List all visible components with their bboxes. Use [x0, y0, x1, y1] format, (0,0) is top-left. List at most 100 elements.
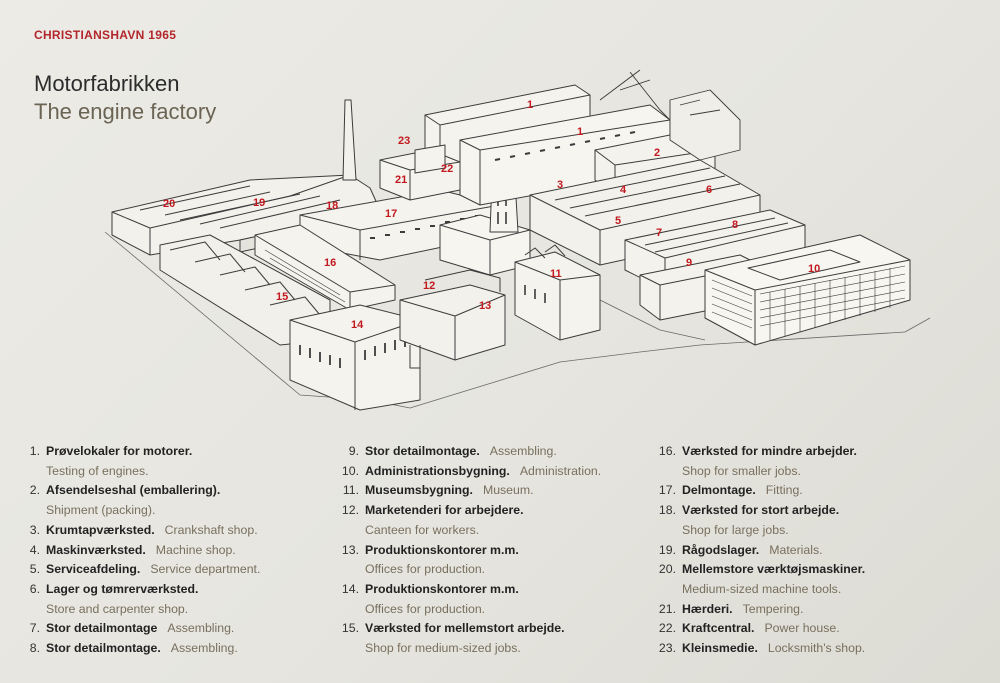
building-number-label: 17 — [385, 208, 397, 220]
legend-danish-label: Produktionskontorer m.m. — [365, 542, 519, 557]
building-12-13 — [399, 269, 506, 369]
building-number-label: 11 — [550, 268, 562, 280]
legend-item-line: 19. Rågodslager. Materials. — [652, 541, 865, 561]
building-number-label: 20 — [163, 198, 175, 210]
legend-item: 17.Delmontage.Fitting. — [652, 481, 865, 501]
legend-english-label: Shop for large jobs. — [682, 522, 789, 537]
building-number-label: 6 — [706, 184, 712, 196]
legend-item: 4.Maskinværksted.Machine shop. — [16, 541, 260, 561]
legend-danish-label: Maskinværksted. — [46, 542, 146, 557]
legend-item: 11.Museumsbygning.Museum. — [335, 481, 601, 501]
building-16 — [254, 224, 396, 311]
legend-number: 8. — [29, 641, 40, 656]
legend-danish-label: Produktionskontorer m.m. — [365, 581, 519, 596]
legend-item: 15.Værksted for mellemstort arbejde.Shop… — [335, 619, 601, 658]
legend-english-label: Shop for smaller jobs. — [682, 463, 801, 478]
building-21-23 — [379, 144, 461, 201]
legend-item: 13.Produktionskontorer m.m.Offices for p… — [335, 541, 601, 580]
legend-english-label: Testing of engines. — [46, 463, 149, 478]
legend-item-line: 3.Krumtapværksted.Crankshaft shop. — [16, 521, 260, 541]
building-number-label: 7 — [656, 227, 662, 239]
legend-item: 19. Rågodslager. Materials. — [652, 541, 865, 561]
legend-danish-label: Værksted for mellemstort arbejde. — [365, 621, 565, 636]
legend-danish-label: Værksted for mindre arbejder. — [682, 444, 857, 458]
legend-english-label: Machine shop. — [155, 542, 236, 557]
title-english: The engine factory — [34, 99, 217, 124]
legend-danish-label: Krumtapværksted. — [46, 522, 155, 537]
legend-item: 8. Stor detailmontage. Assembling. — [16, 639, 260, 659]
legend-number: 12. — [341, 503, 359, 518]
chimney — [342, 99, 357, 181]
legend-danish-label: Lager og tømrerværksted. — [46, 581, 199, 596]
legend-number: 20. — [658, 562, 676, 577]
legend-number: 7. — [29, 621, 40, 636]
building-number-label: 18 — [326, 200, 338, 212]
legend-item: 20. Mellemstore værktøjsmaskiner. Medium-s… — [652, 560, 865, 599]
legend-item-line: 18. Værksted for stort arbejde. — [652, 501, 865, 521]
legend-item: 9. Stor detailmontage. Assembling. — [335, 442, 601, 462]
legend-item-line: 9. Stor detailmontage. Assembling. — [335, 442, 601, 462]
legend-item-line: 13. Produktionskontorer m.m. — [335, 541, 601, 561]
legend-number: 6. — [29, 581, 40, 596]
legend-english-label: Tempering. — [742, 601, 804, 616]
legend-number: 9. — [348, 444, 359, 458]
legend-number: 18. — [658, 503, 676, 518]
legend-item: 6.Lager og tømrerværksted.Store and carp… — [16, 580, 260, 619]
building-number-label: 9 — [686, 257, 692, 269]
legend-item: 12.Marketenderi for arbejdere.Canteen fo… — [335, 501, 601, 540]
legend-danish-label: Kleinsmedie. — [682, 641, 758, 656]
legend-danish-label: Mellemstore værktøjsmaskiner. — [682, 562, 866, 577]
legend-english-label: Medium-sized machine tools. — [682, 581, 842, 596]
legend-danish-label: Museumsbygning. — [365, 483, 473, 498]
legend-english-label: Assembling. — [489, 444, 557, 458]
legend-danish-label: Stor detailmontage. — [365, 444, 480, 458]
legend-item: 3.Krumtapværksted.Crankshaft shop. — [16, 521, 260, 541]
building-number-label: 3 — [557, 179, 563, 191]
legend-item: 22.Kraftcentral.Power house. — [652, 619, 865, 639]
legend-number: 23. — [658, 641, 676, 656]
legend-item-line: 1.Prøvelokaler for motorer. — [16, 442, 260, 462]
legend-number: 1. — [29, 444, 40, 458]
legend-item-line: 22.Kraftcentral.Power house. — [652, 619, 865, 639]
legend-danish-label: Stor detailmontage. — [46, 641, 161, 656]
legend-english-label: Locksmith's shop. — [767, 641, 866, 656]
legend-item: 2.Afsendelseshal (emballering).Shipment … — [16, 481, 260, 520]
building-14 — [289, 304, 421, 411]
legend-column-3: 16.Værksted for mindre arbejder.Shop for… — [652, 442, 865, 659]
legend-item: 16.Værksted for mindre arbejder.Shop for… — [652, 442, 865, 481]
building-number-label: 19 — [253, 197, 265, 209]
legend-item: 10.Administrationsbygning.Administration… — [335, 462, 601, 482]
legend-english-label: Crankshaft shop. — [164, 522, 258, 537]
building-10 — [704, 234, 911, 346]
legend-english-label: Materials. — [769, 542, 823, 557]
building-number-label: 4 — [620, 184, 627, 196]
title-danish: Motorfabrikken — [34, 71, 180, 96]
legend-item-line: 5.Serviceafdeling.Service department. — [16, 560, 261, 580]
legend-danish-label: Administrationsbygning. — [365, 463, 510, 478]
legend-number: 2. — [29, 483, 40, 498]
legend-item-line: 20. Mellemstore værktøjsmaskiner. — [652, 560, 865, 580]
legend-number: 13. — [341, 542, 359, 557]
legend-english-label: Assembling. — [170, 641, 238, 656]
legend-danish-label: Kraftcentral. — [682, 621, 755, 636]
harbour-cranes — [599, 69, 741, 161]
legend-item-line: 17.Delmontage.Fitting. — [652, 481, 865, 501]
building-number-label: 8 — [732, 219, 738, 231]
legend-danish-label: Værksted for stort arbejde. — [682, 503, 840, 518]
legend-item-line: 10.Administrationsbygning.Administration… — [335, 462, 601, 482]
legend-item: 18. Værksted for stort arbejde. Shop for l… — [652, 501, 865, 540]
legend-danish-label: Rågodslager. — [682, 542, 760, 557]
legend-item-line: 23. Kleinsmedie. Locksmith's shop. — [652, 639, 865, 659]
legend-item-line: 4.Maskinværksted.Machine shop. — [16, 541, 260, 561]
legend-english-label: Museum. — [482, 483, 534, 498]
legend-danish-label: Hærderi. — [682, 601, 733, 616]
legend-column-1: 1.Prøvelokaler for motorer.Testing of en… — [16, 442, 261, 659]
building-number-label: 14 — [351, 319, 364, 331]
legend-danish-label: Stor detailmontage — [46, 621, 158, 636]
building-number-label: 16 — [324, 257, 336, 269]
legend-number: 19. — [658, 542, 676, 557]
